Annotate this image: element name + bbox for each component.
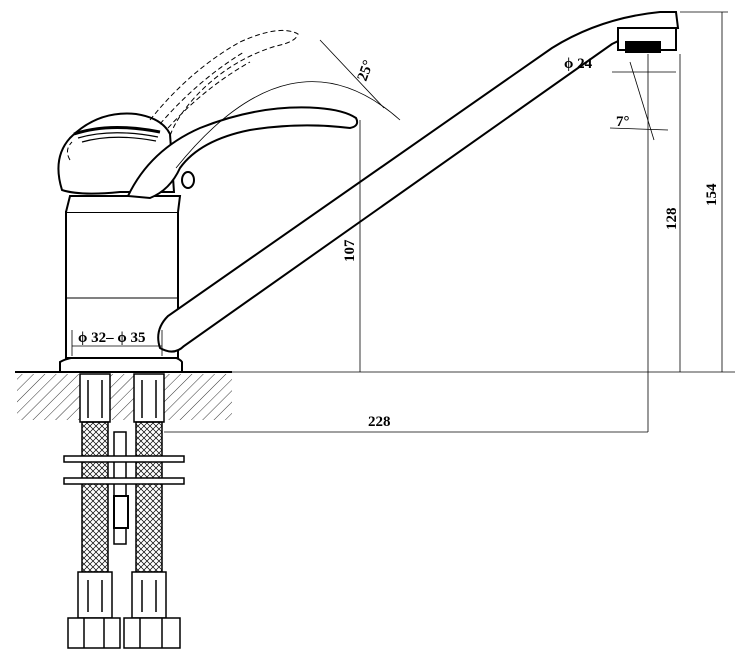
- total-height-label: 154: [704, 183, 720, 206]
- aerator-diameter-label: ϕ 24: [564, 56, 593, 72]
- lever-angle-label: 25°: [355, 58, 377, 83]
- mounting-stud: [63, 431, 185, 545]
- body-height-label: 107: [342, 239, 358, 262]
- spout-angle-label: 7°: [616, 114, 630, 130]
- lever-raised-position: [66, 29, 299, 161]
- supply-hose-right: [123, 373, 181, 649]
- spout-outlet-height-label: 128: [664, 208, 680, 231]
- faucet-body: [59, 195, 183, 373]
- lever-handle: [126, 106, 359, 200]
- spout-reach-label: 228: [368, 414, 391, 430]
- supply-hose-left: [67, 373, 121, 649]
- countertop-section: [15, 371, 735, 420]
- spout: [157, 11, 680, 353]
- hole-diameter-label: ϕ 32– ϕ 35: [78, 330, 145, 346]
- dimension-lines: [71, 11, 728, 433]
